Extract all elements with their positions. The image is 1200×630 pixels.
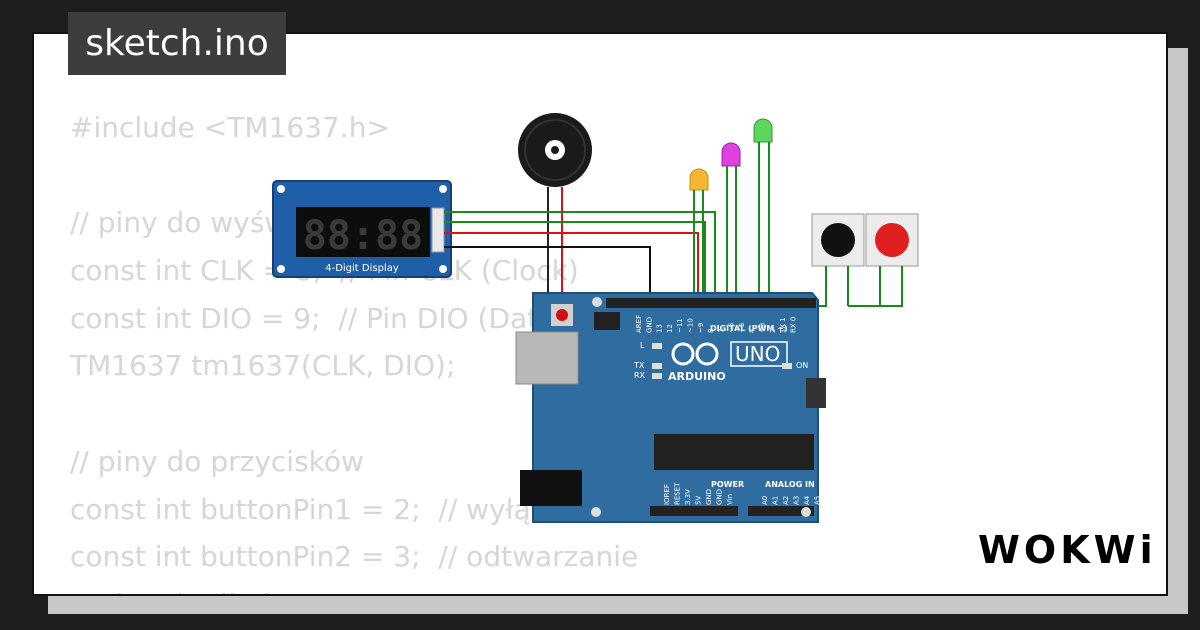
pin-label: 2: [769, 329, 777, 333]
board-brand: ARDUINO: [668, 370, 726, 383]
code-line: #include <TM1637.h>: [70, 111, 390, 144]
led-yellow[interactable]: [689, 168, 709, 300]
pin-label: TX 1: [779, 317, 787, 334]
pin-label: 7: [717, 329, 725, 333]
led-green[interactable]: [753, 118, 773, 300]
pin-label: A3: [793, 496, 801, 505]
pin-label: 4: [748, 328, 756, 333]
pin-label: A4: [803, 495, 811, 505]
pin-label: A2: [782, 496, 790, 505]
pin-label: IOREF: [663, 484, 671, 505]
tx-label: TX: [633, 361, 645, 370]
pin-label: A0: [761, 496, 769, 505]
code-line: TM1637 tm1637(CLK, DIO);: [70, 349, 456, 383]
pin-label: GND: [716, 489, 724, 505]
rx-label: RX: [634, 371, 646, 380]
digital-label: DIGITAL (PWM ~): [710, 324, 788, 333]
code-line: // piny do przycisków: [70, 444, 364, 478]
pin-label: A1: [772, 496, 780, 505]
code-line: const int buttonPin2 = 3; // odtwarzanie: [70, 540, 639, 574]
display-label: 4-Digit Display: [325, 263, 399, 274]
four-digit-display[interactable]: 88:88 4-Digit Display: [272, 180, 452, 278]
pin-label: ~6: [728, 322, 736, 333]
pin-label: 13: [656, 324, 664, 333]
pin-label: ~10: [687, 318, 695, 333]
analog-label: ANALOG IN: [765, 480, 815, 489]
arduino-uno-board[interactable]: UNO ARDUINO DIGITAL (PWM ~) POWER ANALOG…: [515, 292, 826, 523]
pin-label: RX 0: [790, 317, 798, 333]
arduino-infinity-icon: [671, 342, 719, 366]
led-magenta[interactable]: [721, 142, 741, 300]
pin-label: 5V: [695, 496, 703, 505]
board-model: UNO: [735, 342, 780, 366]
pin-label: ~3: [759, 323, 767, 333]
pin-label: GND: [645, 317, 653, 333]
pin-label: 12: [666, 324, 674, 333]
pin-label: RESET: [674, 482, 682, 505]
pin-label: AREF: [635, 315, 643, 333]
pin-label: GND: [705, 489, 713, 505]
pin-label: ~11: [676, 318, 684, 333]
pin-label: Vin: [726, 494, 734, 505]
power-label: POWER: [711, 480, 744, 489]
button-black[interactable]: [811, 213, 865, 300]
l-label: L: [640, 341, 645, 350]
pin-label: A5: [814, 496, 822, 505]
brand-logo: WOKWi: [978, 528, 1157, 572]
file-tab[interactable]: sketch.ino: [68, 12, 286, 75]
buzzer[interactable]: [518, 113, 592, 300]
pin-label: 8: [707, 329, 715, 333]
pin-label: 3.3V: [684, 489, 692, 505]
display-digits: 88:88: [303, 213, 423, 259]
pin-label: ~5: [738, 323, 746, 333]
on-label: ON: [796, 361, 808, 370]
button-red[interactable]: [865, 213, 919, 300]
pin-label: ~9: [697, 323, 705, 333]
code-line: // piny do diod: [70, 581, 638, 594]
